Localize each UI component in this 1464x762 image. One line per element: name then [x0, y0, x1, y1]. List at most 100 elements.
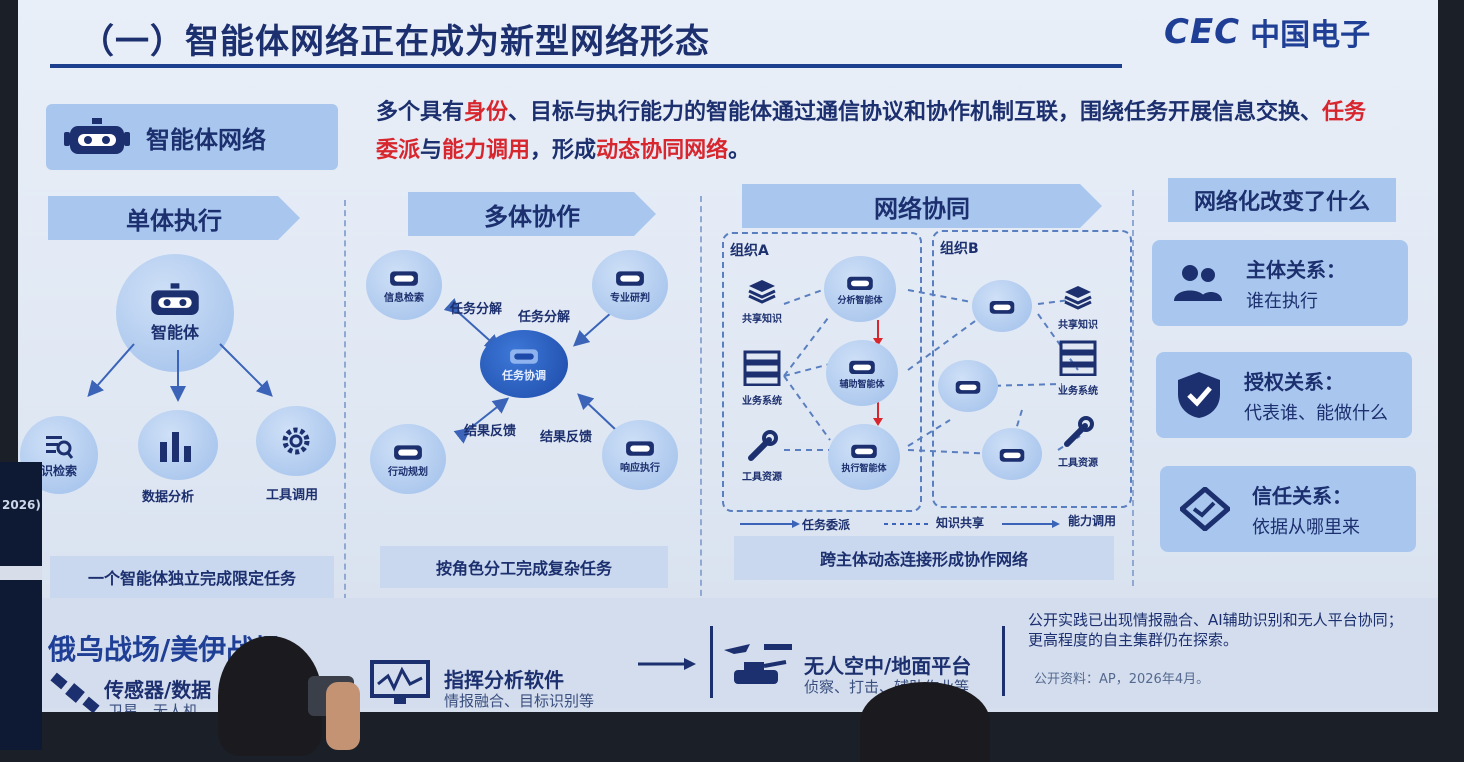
agent-exec: 执行智能体: [828, 424, 900, 490]
intro-highlight: 动态协同网络: [596, 138, 729, 163]
agent-network-chip: 智能体网络: [46, 104, 338, 170]
single-arrows: [87, 343, 273, 402]
node-label: 业务系统: [742, 396, 782, 407]
logo-cn-text: 中国电子: [1250, 18, 1371, 53]
node-response: 响应执行: [602, 420, 678, 490]
node-label: 共享知识: [1058, 320, 1098, 331]
robot-icon: [510, 349, 538, 364]
node-coordinator: 任务协调: [480, 330, 568, 398]
cec-logo: CEC 中国电子: [1164, 10, 1370, 54]
edge-label: 任务分解: [518, 310, 571, 325]
podium-label: 2026): [2, 498, 41, 512]
org-a-label: 组织A: [730, 243, 769, 259]
card-sub: 依据从哪里来: [1252, 516, 1360, 538]
audience-hand: [326, 682, 360, 750]
center-agent: 智能体: [116, 254, 234, 372]
node-label: 响应执行: [620, 462, 660, 474]
gear-icon: [282, 427, 310, 455]
card-title: 信任关系：: [1252, 483, 1352, 508]
robot-icon: [626, 440, 654, 456]
platform-title: 无人空中/地面平台: [804, 654, 972, 678]
robot-icon: [390, 270, 418, 286]
a-knowledge: 共享知识: [734, 278, 790, 325]
satellite-icon: [50, 672, 100, 712]
card-trust: 信任关系： 依据从哪里来: [1160, 466, 1416, 552]
intro-seg: ，形成: [530, 138, 597, 163]
node-label: 工具资源: [742, 472, 782, 483]
robot-icon: [847, 276, 873, 290]
a-business: 业务系统: [734, 350, 790, 407]
layers-icon: [748, 280, 776, 304]
audience-head: [860, 682, 990, 762]
changes-heading: 网络化改变了什么: [1168, 178, 1396, 222]
network-legend-lines: [740, 520, 1060, 528]
banner-single: 单体执行: [48, 196, 300, 240]
handshake-icon: [1180, 487, 1230, 531]
intro-highlight: 身份: [464, 100, 509, 125]
b-business: 业务系统: [1050, 340, 1106, 397]
podium-stripe: [0, 566, 42, 580]
robot-icon: [851, 444, 877, 458]
node-label: 任务协调: [502, 369, 546, 382]
intro-seg: 多个具有: [376, 100, 465, 125]
audience-head: [218, 636, 322, 756]
node-label: 识检索: [40, 463, 77, 478]
node-expert: 专业研判: [592, 250, 668, 320]
title-underline: [50, 64, 1122, 68]
banner-network: 网络协同: [742, 184, 1102, 228]
divider: [344, 200, 346, 610]
org-a-box: [722, 232, 922, 512]
intro-text: 多个具有身份、目标与执行能力的智能体通过通信协议和协作机制互联，围绕任务开展信息…: [376, 94, 1386, 170]
robot-icon: [989, 301, 1015, 314]
caption-network: 跨主体动态连接形成协作网络: [734, 536, 1114, 580]
bottom-divider: [1002, 626, 1005, 696]
intro-seg: 、目标与执行能力的智能体通过通信协议和协作机制互联，围绕任务开展信息交换、: [508, 100, 1323, 125]
intro-seg: 。: [728, 138, 751, 163]
server-icon: [1059, 340, 1097, 377]
intro-highlight: 任务委派: [376, 100, 1367, 163]
sensor-title: 传感器/数据: [104, 678, 212, 702]
node-planning: 行动规划: [370, 424, 446, 494]
node-label: 执行智能体: [841, 463, 887, 474]
node-label: 业务系统: [1058, 386, 1098, 397]
node-label: 工具资源: [1058, 458, 1098, 469]
center-agent-label: 智能体: [150, 323, 199, 342]
node-label: 工具调用: [266, 488, 319, 503]
card-subject: 主体关系： 谁在执行: [1152, 240, 1408, 326]
robot-icon: [955, 381, 981, 394]
robot-icon: [394, 444, 422, 460]
a-tools: 工具资源: [734, 430, 790, 483]
bar-chart-icon: [160, 432, 191, 462]
robot-icon: [64, 118, 130, 154]
layers-icon: [1064, 286, 1092, 310]
shield-check-icon: [1178, 372, 1220, 418]
chip-label: 智能体网络: [146, 125, 266, 154]
drone-tank-icon: [724, 644, 792, 684]
node-label: 行动规划: [388, 466, 428, 478]
node-label: 辅助智能体: [839, 379, 885, 390]
divider: [700, 196, 702, 606]
node-data: [138, 410, 218, 480]
page-title: （一）智能体网络正在成为新型网络形态: [80, 22, 710, 62]
b-agent-2: [938, 360, 998, 412]
practice-note: 公开实践已出现情报融合、AI辅助识别和无人平台协同；更高程度的自主集群仍在探索。: [1028, 611, 1403, 649]
org-b-box: [932, 230, 1132, 508]
intro-seg: 与: [420, 138, 443, 163]
org-b-label: 组织B: [940, 241, 979, 257]
intro-highlight: 能力调用: [442, 138, 531, 163]
flow-arrow: [638, 658, 696, 670]
users-icon: [1174, 265, 1222, 301]
node-label: 专业研判: [610, 292, 650, 304]
b-knowledge: 共享知识: [1050, 284, 1106, 331]
agent-assist: 辅助智能体: [826, 340, 898, 406]
node-label: 共享知识: [742, 314, 782, 325]
caption-multi: 按角色分工完成复杂任务: [380, 546, 668, 588]
banner-multi: 多体协作: [408, 192, 656, 236]
node-info-search: 信息检索: [366, 250, 442, 320]
edge-label: 任务分解: [450, 302, 503, 317]
legend-label: 能力调用: [1068, 514, 1117, 528]
caption-single: 一个智能体独立完成限定任务: [50, 556, 334, 598]
search-doc-icon: [46, 435, 74, 459]
robot-icon: [151, 283, 199, 315]
divider: [1132, 190, 1134, 586]
